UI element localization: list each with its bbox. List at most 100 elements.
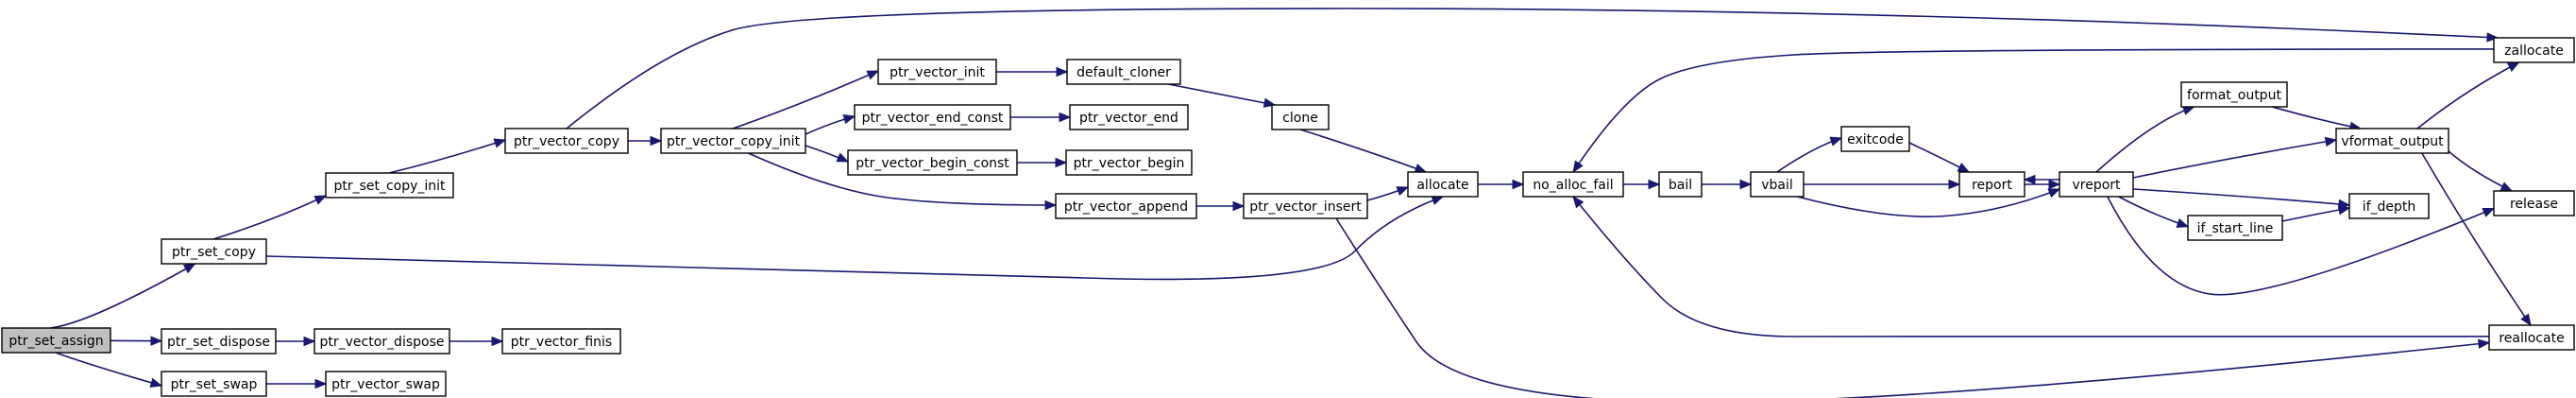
node-label-ptr_vector_begin: ptr_vector_begin [1074, 156, 1185, 171]
node-ptr_set_assign[interactable]: ptr_set_assign [1, 327, 111, 354]
node-if_start_line[interactable]: if_start_line [2187, 215, 2283, 241]
node-box-ptr_vector_append[interactable] [1055, 193, 1197, 219]
node-box-vbail[interactable] [1750, 171, 1805, 198]
node-box-default_cloner[interactable] [1066, 59, 1181, 85]
node-label-bail: bail [1669, 178, 1692, 193]
node-label-ptr_set_swap: ptr_set_swap [171, 377, 258, 392]
node-ptr_vector_end_const[interactable]: ptr_vector_end_const [854, 104, 1011, 130]
node-ptr_vector_append[interactable]: ptr_vector_append [1055, 193, 1197, 219]
arrowhead-ptr_vector_dispose-to-ptr_vector_finis [491, 336, 504, 347]
node-no_alloc_fail[interactable]: no_alloc_fail [1522, 171, 1624, 198]
node-box-ptr_vector_swap[interactable] [325, 371, 447, 397]
node-box-vreport[interactable] [2059, 171, 2134, 198]
arrowhead-ptr_vector_copy_init-to-ptr_vector_begin_const [836, 152, 850, 163]
arrowhead-ptr_set_dispose-to-ptr_vector_dispose [303, 336, 316, 347]
edge-vreport-to-if_depth [2132, 188, 2350, 206]
arrowhead-no_alloc_fail-to-bail [1648, 179, 1661, 190]
arrowhead-ptr_vector_begin_const-to-ptr_vector_begin [1055, 157, 1068, 168]
arrowhead-ptr_set_copy-to-allocate [1431, 195, 1445, 205]
node-box-no_alloc_fail[interactable] [1522, 171, 1624, 198]
node-box-if_depth[interactable] [2348, 193, 2430, 219]
node-box-ptr_vector_begin[interactable] [1065, 149, 1193, 176]
node-box-reallocate[interactable] [2488, 324, 2575, 351]
node-exitcode[interactable]: exitcode [1840, 126, 1910, 152]
node-box-ptr_vector_insert[interactable] [1243, 193, 1368, 219]
node-vreport[interactable]: vreport [2059, 171, 2134, 198]
node-label-if_depth: if_depth [2363, 199, 2416, 215]
edge-vformat_output-to-release [2448, 150, 2513, 192]
node-ptr_vector_insert[interactable]: ptr_vector_insert [1243, 193, 1368, 219]
node-box-ptr_set_copy_init[interactable] [325, 172, 454, 199]
node-box-clone[interactable] [1271, 104, 1330, 130]
node-box-exitcode[interactable] [1840, 126, 1910, 152]
node-box-ptr_vector_dispose[interactable] [314, 328, 450, 355]
node-ptr_vector_finis[interactable]: ptr_vector_finis [501, 328, 621, 355]
node-ptr_vector_copy_init[interactable]: ptr_vector_copy_init [660, 128, 806, 154]
arrowhead-vreport-to-report [2023, 174, 2036, 185]
node-bail[interactable]: bail [1658, 171, 1703, 198]
node-box-vformat_output[interactable] [2335, 128, 2449, 154]
node-box-allocate[interactable] [1407, 171, 1479, 198]
node-reallocate[interactable]: reallocate [2488, 324, 2575, 351]
node-ptr_set_copy_init[interactable]: ptr_set_copy_init [325, 172, 454, 199]
node-box-ptr_vector_begin_const[interactable] [847, 149, 1018, 176]
node-ptr_vector_swap[interactable]: ptr_vector_swap [325, 371, 447, 397]
node-box-ptr_vector_finis[interactable] [501, 328, 621, 355]
node-box-release[interactable] [2493, 190, 2575, 216]
arrowhead-ptr_set_swap-to-ptr_vector_swap [314, 378, 328, 389]
arrowhead-vformat_output-to-release [2500, 182, 2514, 192]
node-default_cloner[interactable]: default_cloner [1066, 59, 1181, 85]
node-box-ptr_vector_copy_init[interactable] [660, 128, 806, 154]
node-format_output[interactable]: format_output [2180, 81, 2288, 108]
node-label-ptr_vector_insert: ptr_vector_insert [1249, 199, 1362, 215]
arrowhead-if_start_line-to-if_depth [2337, 204, 2351, 216]
node-box-zallocate[interactable] [2493, 37, 2575, 63]
node-box-ptr_set_copy[interactable] [161, 238, 267, 265]
node-release[interactable]: release [2493, 190, 2575, 216]
node-ptr_set_swap[interactable]: ptr_set_swap [161, 371, 267, 397]
arrowhead-ptr_set_copy-to-ptr_set_copy_init [314, 195, 328, 205]
node-box-ptr_set_dispose[interactable] [161, 328, 277, 355]
node-ptr_vector_copy[interactable]: ptr_vector_copy [504, 128, 629, 154]
arrowhead-vbail-to-report [1948, 179, 1961, 190]
node-box-if_start_line[interactable] [2187, 215, 2283, 241]
arrowhead-vformat_output-to-zallocate [2506, 61, 2520, 72]
node-report[interactable]: report [1958, 171, 2025, 198]
node-ptr_vector_end[interactable]: ptr_vector_end [1069, 104, 1189, 130]
node-clone[interactable]: clone [1271, 104, 1330, 130]
arrowhead-ptr_vector_copy-to-zallocate [2486, 32, 2500, 43]
node-box-bail[interactable] [1658, 171, 1703, 198]
edge-ptr_set_copy-to-allocate [265, 196, 1444, 281]
node-ptr_vector_init[interactable]: ptr_vector_init [877, 59, 997, 85]
node-ptr_vector_dispose[interactable]: ptr_vector_dispose [314, 328, 450, 355]
node-label-report: report [1972, 178, 2012, 193]
node-label-vformat_output: vformat_output [2341, 134, 2444, 149]
node-box-ptr_vector_init[interactable] [877, 59, 997, 85]
edge-vreport-to-if_start_line [2118, 196, 2189, 228]
node-ptr_set_copy[interactable]: ptr_set_copy [161, 238, 267, 265]
node-box-format_output[interactable] [2180, 81, 2288, 108]
node-ptr_vector_begin_const[interactable]: ptr_vector_begin_const [847, 149, 1018, 176]
node-ptr_set_dispose[interactable]: ptr_set_dispose [161, 328, 277, 355]
node-allocate[interactable]: allocate [1407, 171, 1479, 198]
arrowhead-ptr_vector_insert-to-allocate [1396, 186, 1410, 196]
node-vbail[interactable]: vbail [1750, 171, 1805, 198]
node-label-release: release [2510, 197, 2558, 212]
node-box-ptr_vector_end_const[interactable] [854, 104, 1011, 130]
node-box-report[interactable] [1958, 171, 2025, 198]
node-vformat_output[interactable]: vformat_output [2335, 128, 2449, 154]
node-box-ptr_vector_copy[interactable] [504, 128, 629, 154]
node-box-ptr_set_assign[interactable] [1, 327, 111, 354]
node-ptr_vector_begin[interactable]: ptr_vector_begin [1065, 149, 1193, 176]
edge-vformat_output-to-zallocate [2416, 61, 2519, 130]
node-if_depth[interactable]: if_depth [2348, 193, 2430, 219]
node-zallocate[interactable]: zallocate [2493, 37, 2575, 63]
node-box-ptr_set_swap[interactable] [161, 371, 267, 397]
arrowhead-report-to-vreport [2048, 179, 2061, 190]
arrowhead-zallocate-to-no_alloc_fail [1572, 160, 1584, 174]
edge-format_output-to-vformat_output [2271, 106, 2362, 130]
edge-vreport-to-format_output [2095, 106, 2195, 173]
node-box-ptr_vector_end[interactable] [1069, 104, 1189, 130]
edge-ptr_set_assign-to-ptr_set_copy [49, 263, 195, 329]
